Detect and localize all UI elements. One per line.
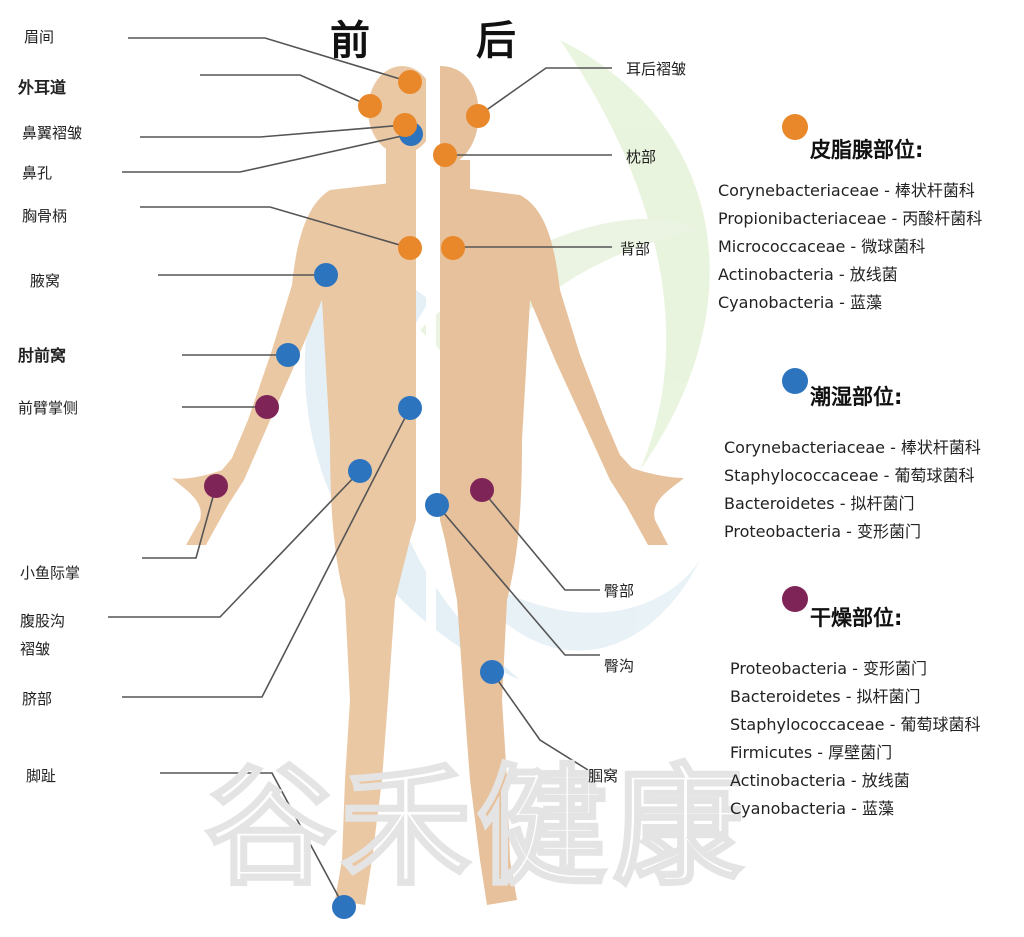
legend-oily-item: Cyanobacteria - 蓝藻 (718, 293, 883, 312)
label-external-ear-canal: 外耳道 (18, 78, 67, 97)
legend-oily-title: 皮脂腺部位: (810, 138, 924, 162)
dot-buttock (470, 478, 494, 502)
front-title: 前 (330, 18, 372, 64)
dot-retroauricular-crease (466, 104, 490, 128)
label-inguinal-crease-2: 褶皱 (20, 640, 51, 658)
legend-oily-item: Micrococcaceae - 微球菌科 (718, 237, 926, 256)
dot-umbilicus (398, 396, 422, 420)
back-body-silhouette (440, 66, 684, 905)
dot-popliteal-fossa (480, 660, 504, 684)
dot-glabella (398, 70, 422, 94)
label-popliteal-fossa: 腘窝 (588, 767, 619, 785)
legend-oily-item: Propionibacteriaceae - 丙酸杆菌科 (718, 209, 983, 228)
legend-dry-item: Actinobacteria - 放线菌 (730, 771, 910, 790)
dot-axilla (314, 263, 338, 287)
label-gluteal-crease: 臀沟 (604, 657, 635, 675)
dot-antecubital-fossa (276, 343, 300, 367)
dot-occiput (433, 143, 457, 167)
legend-dry-item: Staphylococcaceae - 葡萄球菌科 (730, 715, 981, 734)
legend-dry-item: Firmicutes - 厚壁菌门 (730, 743, 893, 762)
back-title: 后 (476, 18, 518, 64)
label-manubrium: 胸骨柄 (22, 207, 68, 225)
legend-moist-dot (782, 368, 808, 394)
legend-dry-item: Bacteroidetes - 拟杆菌门 (730, 687, 921, 706)
label-axilla: 腋窝 (30, 272, 61, 290)
legend-dry-item: Proteobacteria - 变形菌门 (730, 659, 927, 678)
dot-volar-forearm (255, 395, 279, 419)
label-nostril: 鼻孔 (22, 164, 53, 182)
dot-alar-crease (393, 113, 417, 137)
dot-toe-web (332, 895, 356, 919)
legend-moist-title: 潮湿部位: (810, 385, 903, 409)
dot-manubrium (398, 236, 422, 260)
legend-moist-item: Proteobacteria - 变形菌门 (724, 522, 921, 541)
label-inguinal-crease: 腹股沟 (20, 612, 66, 630)
dot-inguinal-crease (348, 459, 372, 483)
legend-moist-item: Bacteroidetes - 拟杆菌门 (724, 494, 915, 513)
center-divider (426, 55, 436, 925)
dot-external-ear-canal (358, 94, 382, 118)
label-volar-forearm: 前臂掌侧 (18, 399, 79, 417)
dot-back (441, 236, 465, 260)
legend-dry-title: 干燥部位: (810, 606, 903, 630)
legend-dry-dot (782, 586, 808, 612)
label-buttock: 臀部 (604, 582, 635, 600)
label-retroauricular-crease: 耳后褶皱 (626, 60, 687, 78)
legend-dry-item: Cyanobacteria - 蓝藻 (730, 799, 895, 818)
legend-moist-item: Corynebacteriaceae - 棒状杆菌科 (724, 438, 981, 457)
label-alar-crease: 鼻翼褶皱 (22, 124, 83, 142)
label-antecubital-fossa: 肘前窝 (18, 346, 67, 365)
label-occiput: 枕部 (626, 148, 657, 166)
legend-oily-dot (782, 114, 808, 140)
legend-oily-item: Actinobacteria - 放线菌 (718, 265, 898, 284)
legend-moist-item: Staphylococcaceae - 葡萄球菌科 (724, 466, 975, 485)
label-toe-web: 脚趾 (26, 767, 57, 785)
dot-hypothenar-palm (204, 474, 228, 498)
watermark-logo: 谷禾健康 (203, 750, 750, 905)
label-back: 背部 (620, 240, 651, 258)
label-glabella: 眉间 (24, 28, 55, 46)
leader-lines (108, 37, 612, 908)
label-hypothenar-palm: 小鱼际掌 (20, 564, 81, 582)
dot-gluteal-crease (425, 493, 449, 517)
legend-oily-item: Corynebacteriaceae - 棒状杆菌科 (718, 181, 975, 200)
label-umbilicus: 脐部 (22, 690, 53, 708)
